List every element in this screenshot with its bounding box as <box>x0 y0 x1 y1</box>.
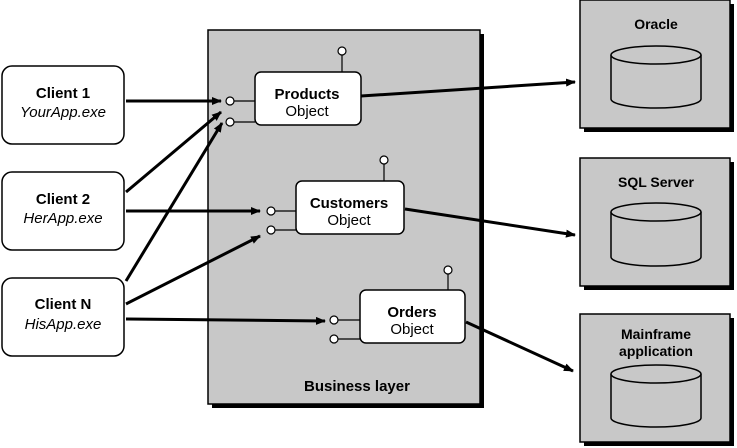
client-box-2: Client 2 HerApp.exe <box>1 171 125 251</box>
arrow-clientn-products <box>124 122 224 282</box>
arrow-clientn-customers <box>125 234 261 306</box>
data-source-mainframe: Mainframe application <box>579 313 734 446</box>
object-name: Orders <box>387 304 436 321</box>
cylinder-icon <box>610 45 702 109</box>
client-connections <box>124 97 326 325</box>
data-source-label: Oracle <box>634 16 678 32</box>
client-name: Client N <box>35 296 92 313</box>
arrow-products-oracle <box>360 78 576 98</box>
client-app: HisApp.exe <box>25 316 102 333</box>
data-source-sql-server: SQL Server <box>579 157 734 290</box>
data-source-oracle: Oracle <box>579 0 734 132</box>
client-app: HerApp.exe <box>23 210 102 227</box>
orders-object: Orders Object <box>329 265 466 344</box>
client-box-1: Client 1 YourApp.exe <box>1 65 125 145</box>
interface-port-icon <box>266 155 389 235</box>
object-kind: Object <box>285 103 329 120</box>
business-layer-label: Business layer <box>304 378 410 395</box>
interface-port-icon <box>225 46 347 127</box>
arrow-clientn-orders <box>125 316 326 325</box>
object-name: Customers <box>310 195 388 212</box>
client-box-n: Client N HisApp.exe <box>1 277 125 357</box>
arrow-client2-products <box>125 110 222 194</box>
data-source-label: Mainframe <box>621 326 691 342</box>
client-app: YourApp.exe <box>20 104 106 121</box>
cylinder-icon <box>610 364 702 428</box>
client-name: Client 2 <box>36 191 90 208</box>
data-source-label: SQL Server <box>618 174 695 190</box>
object-kind: Object <box>327 212 371 229</box>
customers-object: Customers Object <box>266 155 405 235</box>
data-connections <box>360 78 576 373</box>
object-name: Products <box>274 86 339 103</box>
arrow-customers-sqlserver <box>404 207 576 238</box>
data-source-label-line2: application <box>619 343 693 359</box>
cylinder-icon <box>610 202 702 267</box>
object-kind: Object <box>390 321 434 338</box>
arrow-orders-mainframe <box>465 320 574 373</box>
client-name: Client 1 <box>36 85 90 102</box>
interface-port-icon <box>329 265 453 344</box>
products-object: Products Object <box>225 46 362 127</box>
